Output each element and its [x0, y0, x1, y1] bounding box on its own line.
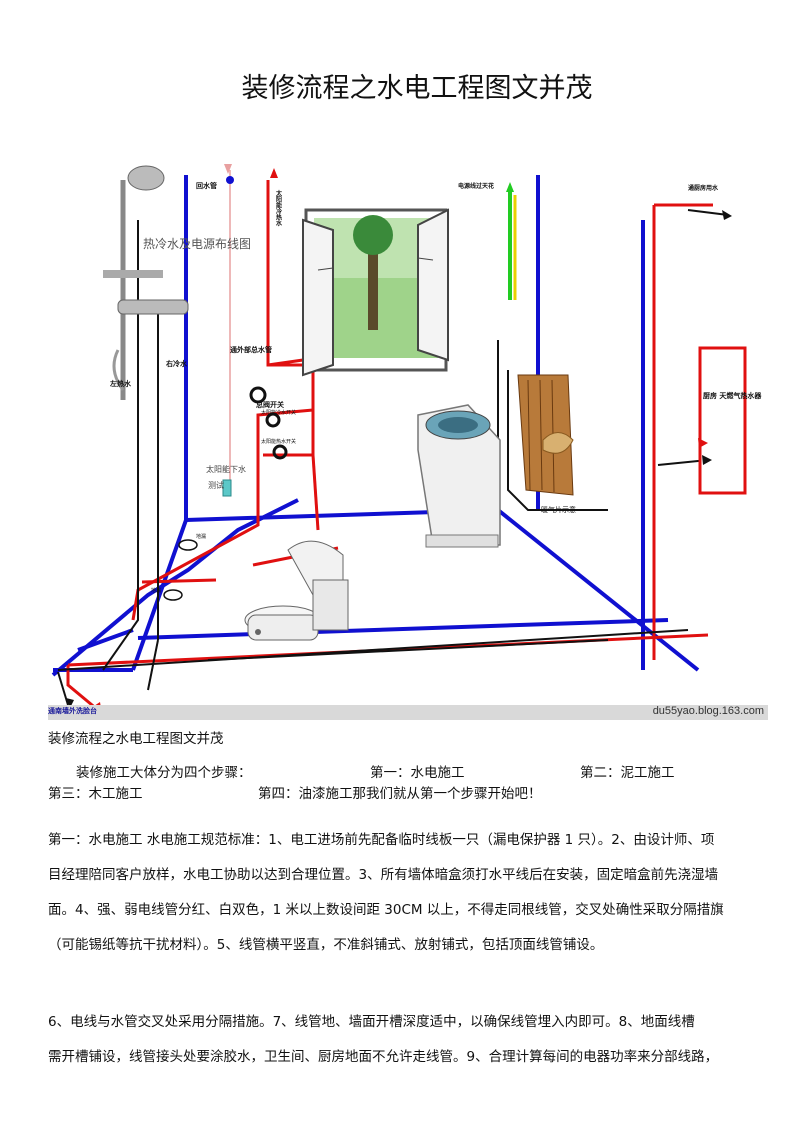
main-switch-icon [249, 386, 267, 404]
paragraph-1-line: 面。4、强、弱电线管分红、白双色，1 米以上数设间距 30CM 以上，不得走同根… [48, 902, 724, 918]
label-main-switch: 总阀开关 [256, 400, 284, 409]
solar-drain-valve-icon [222, 479, 232, 497]
label-return-pipe: 回水管 [196, 181, 217, 190]
watermark: du55yao.blog.163.com [652, 705, 764, 717]
label-test: 测试 [208, 480, 224, 490]
label-solar-drain: 太阳能下水 [206, 464, 246, 474]
return-pipe-dot [226, 176, 234, 184]
window-picture [302, 208, 449, 377]
label-to-kitchen: 通厨房用水 [688, 184, 719, 192]
solar-hot-switch-icon [272, 444, 288, 460]
black-lines [57, 209, 729, 706]
label-solar-cold-switch: 太阳能冷水开关 [261, 409, 296, 416]
plumbing-diagram: 热冷水及电源布线图 左热水 右冷水 回水管 太阳能冷热水 通外部总水管 总阀开关… [48, 150, 768, 720]
radiator-icon [517, 374, 574, 496]
floor-drain-2-icon [163, 589, 183, 601]
gas-heater-box [698, 346, 747, 495]
label-floor-drain-2: 地漏 [151, 587, 161, 594]
plumbing-diagram-svg: 热冷水及电源布线图 左热水 右冷水 回水管 太阳能冷热水 通外部总水管 总阀开关… [51, 164, 762, 714]
label-bottom-left: 通南墙外洗脸台 [48, 707, 97, 715]
paragraph-2-line: 6、电线与水管交叉处采用分隔措施。7、线管地、墙面开槽深度适中，以确保线管埋入内… [48, 1014, 695, 1030]
label-outside-main: 通外部总水管 [230, 345, 272, 354]
solar-cold-switch-icon [265, 412, 281, 428]
step-4: 第四：油漆施工那我们就从第一个步骤开始吧！ [258, 786, 542, 802]
step-2: 第二：泥工施工 [580, 765, 675, 781]
subtitle: 装修流程之水电工程图文并茂 [48, 731, 224, 747]
step-3: 第三：木工施工 [48, 786, 143, 802]
floor-drain-1-icon [178, 539, 198, 551]
paragraph-1-line: 第一：水电施工 水电施工规范标准：1、电工进场前先配备临时线板一只（漏电保护器 … [48, 832, 715, 848]
label-power-line: 电源线过天花 [458, 182, 494, 190]
label-right-cold: 右冷水 [165, 359, 188, 368]
shower-icon [103, 165, 189, 400]
toilet-icon [244, 540, 349, 641]
paragraph-1-line: （可能锡纸等抗干扰材料）。5、线管横平竖直，不准斜铺式、放射铺式，包括顶面线管铺… [48, 937, 604, 953]
label-floor-drain-1: 地漏 [196, 533, 206, 540]
figure-caption-bar [48, 705, 768, 720]
step-1: 第一：水电施工 [370, 765, 465, 781]
steps-intro: 装修施工大体分为四个步骤： [76, 765, 252, 781]
label-solar-hot-switch: 太阳能热水开关 [261, 438, 296, 445]
label-diagram-caption: 热冷水及电源布线图 [143, 237, 251, 251]
page-title: 装修流程之水电工程图文并茂 [241, 73, 593, 104]
paragraph-1: 第一：水电施工 水电施工规范标准：1、电工进场前先配备临时线板一只（漏电保护器 … [48, 823, 748, 963]
arrow-heads [66, 164, 732, 714]
diagram-labels: 热冷水及电源布线图 左热水 右冷水 回水管 太阳能冷热水 通外部总水管 总阀开关… [109, 181, 762, 594]
washing-machine-icon [417, 404, 501, 548]
label-gas-heater: 厨房 天燃气热水器 [703, 391, 762, 400]
label-radiator: 暖气片示意 [541, 505, 576, 514]
label-left-hot: 左热水 [109, 379, 132, 388]
label-heater-pipe: 太阳能冷热水 [275, 189, 283, 227]
paragraph-1-line: 目经理陪同客户放样，水电工协助以达到合理位置。3、所有墙体暗盒须打水平线后在安装… [48, 867, 719, 883]
paragraph-2-line: 需开槽铺设，线管接头处要涂胶水，卫生间、厨房地面不允许走线管。9、合理计算每间的… [48, 1049, 719, 1065]
paragraph-2: 6、电线与水管交叉处采用分隔措施。7、线管地、墙面开槽深度适中，以确保线管埋入内… [48, 1005, 748, 1075]
blue-pipes [51, 175, 700, 677]
